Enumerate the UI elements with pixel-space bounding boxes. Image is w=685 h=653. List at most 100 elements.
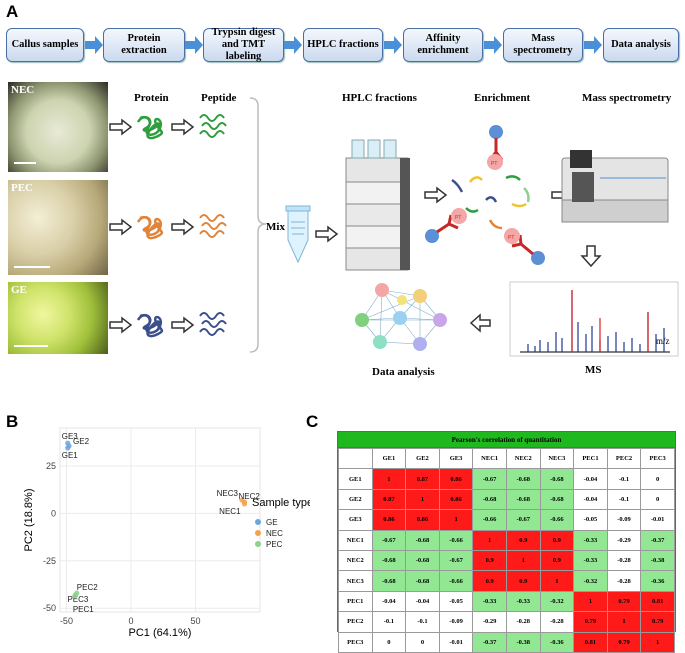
heatmap-cell: -0.28 bbox=[505, 611, 541, 633]
heatmap-cell: -0.36 bbox=[640, 570, 675, 592]
legend-label: NEC bbox=[266, 529, 283, 538]
panel-b-letter: B bbox=[6, 412, 19, 431]
ptm-label: PT bbox=[455, 215, 461, 221]
protein-tangle-icon bbox=[136, 115, 164, 140]
workflow-arrow-icon bbox=[384, 36, 402, 54]
heatmap-cell: -0.68 bbox=[405, 570, 440, 592]
heatmap-cell: -0.67 bbox=[371, 529, 407, 551]
column-header: PEC3 bbox=[640, 447, 675, 470]
heatmap-cell: -0.67 bbox=[505, 509, 541, 531]
ptm-label: PT bbox=[508, 235, 514, 241]
legend-key bbox=[255, 541, 261, 547]
panel-a-letter: A bbox=[6, 2, 19, 21]
hplc-header: HPLC fractions bbox=[342, 92, 417, 104]
row-header: NEC1 bbox=[338, 529, 373, 551]
legend-key bbox=[255, 519, 261, 525]
heatmap-cell: -0.1 bbox=[606, 488, 642, 511]
heatmap-cell: -0.67 bbox=[438, 549, 474, 572]
column-header: NEC2 bbox=[505, 447, 541, 470]
nec-photo-label: NEC bbox=[11, 84, 35, 96]
antibody-icon bbox=[425, 125, 545, 265]
ms-header: Mass spectrometry bbox=[582, 92, 672, 104]
workflow-step: HPLC fractions bbox=[303, 28, 383, 62]
arrow-icon bbox=[580, 245, 602, 268]
heatmap-cell: 1 bbox=[438, 509, 474, 531]
spectrum-frame bbox=[509, 281, 679, 357]
arrow-icon bbox=[171, 119, 194, 135]
heatmap-cell: -0.01 bbox=[438, 631, 474, 653]
heatmap-cell: -0.66 bbox=[539, 509, 575, 531]
arrow-icon bbox=[171, 219, 194, 235]
workflow-step: Callus samples bbox=[6, 28, 84, 62]
heatmap-cell: 1 bbox=[505, 549, 541, 572]
heatmap-cell: -0.1 bbox=[405, 611, 440, 633]
heatmap-cell: 0.79 bbox=[573, 611, 608, 633]
heatmap-cell: 1 bbox=[640, 631, 675, 653]
heatmap-cell: -0.04 bbox=[371, 590, 407, 613]
workflow-arrow-icon bbox=[85, 36, 103, 54]
pca-legend-title: Sample type bbox=[252, 497, 310, 509]
column-header: GE1 bbox=[371, 447, 407, 470]
peptide-header: Peptide bbox=[201, 92, 237, 104]
heatmap-cell: 0.79 bbox=[640, 611, 675, 633]
peptide-squiggle-icon bbox=[199, 114, 227, 336]
workflow-arrow-icon bbox=[484, 36, 502, 54]
heatmap-cell: -0.68 bbox=[405, 529, 440, 551]
heatmap-cell: -0.28 bbox=[539, 611, 575, 633]
pec-callus-photo: PEC bbox=[8, 180, 108, 275]
row-header: PEC1 bbox=[338, 590, 373, 613]
heatmap-cell: -0.32 bbox=[539, 590, 575, 613]
heatmap-cell: -0.05 bbox=[438, 590, 474, 613]
heatmap-cell: -0.68 bbox=[539, 488, 575, 511]
heatmap-cell: 1 bbox=[371, 468, 407, 490]
y-tick-label: 0 bbox=[51, 508, 56, 518]
scale-bar bbox=[14, 345, 48, 347]
column-header: NEC1 bbox=[472, 447, 507, 470]
pca-y-axis-label: PC2 (18.8%) bbox=[23, 489, 35, 552]
heatmap-cell: 0.79 bbox=[606, 590, 642, 613]
data-point bbox=[241, 501, 248, 507]
row-header: PEC3 bbox=[338, 631, 373, 653]
corner-cell bbox=[338, 447, 373, 470]
mix-label: Mix bbox=[266, 221, 285, 233]
point-label: NEC3 bbox=[217, 489, 239, 498]
ms-spectrum-icon bbox=[520, 290, 670, 353]
data-point bbox=[72, 593, 78, 599]
column-header: PEC2 bbox=[606, 447, 642, 470]
column-header: PEC1 bbox=[573, 447, 608, 470]
hplc-instrument-icon bbox=[345, 139, 410, 271]
heatmap-cell: -0.09 bbox=[606, 509, 642, 531]
data-point bbox=[65, 445, 71, 451]
pec-photo-label: PEC bbox=[11, 182, 33, 194]
heatmap-cell: -0.01 bbox=[640, 509, 675, 531]
x-tick-label: 0 bbox=[128, 616, 133, 626]
point-label: NEC1 bbox=[219, 507, 241, 516]
heatmap-cell: 0.86 bbox=[438, 468, 474, 490]
arrow-icon bbox=[109, 219, 132, 235]
heatmap-cell: 0.9 bbox=[472, 570, 507, 592]
ge-photo-label: GE bbox=[11, 284, 27, 296]
arrow-icon bbox=[171, 317, 194, 333]
row-header: GE3 bbox=[338, 509, 373, 531]
mass-spectrometer-icon bbox=[561, 150, 669, 223]
workflow-step: Mass spectrometry bbox=[503, 28, 583, 62]
heatmap-cell: -0.33 bbox=[472, 590, 507, 613]
x-tick-label: 50 bbox=[190, 616, 200, 626]
heatmap-cell: -0.68 bbox=[472, 488, 507, 511]
heatmap-cell: 0 bbox=[371, 631, 407, 653]
legend-label: PEC bbox=[266, 540, 283, 549]
peptide-fragments-icon bbox=[451, 175, 530, 230]
ge-callus-photo: GE bbox=[8, 282, 108, 354]
heatmap-cell: -0.68 bbox=[371, 570, 407, 592]
heatmap-cell: -0.37 bbox=[472, 631, 507, 653]
ms-label: MS bbox=[585, 364, 602, 376]
heatmap-cell: -0.68 bbox=[505, 468, 541, 490]
